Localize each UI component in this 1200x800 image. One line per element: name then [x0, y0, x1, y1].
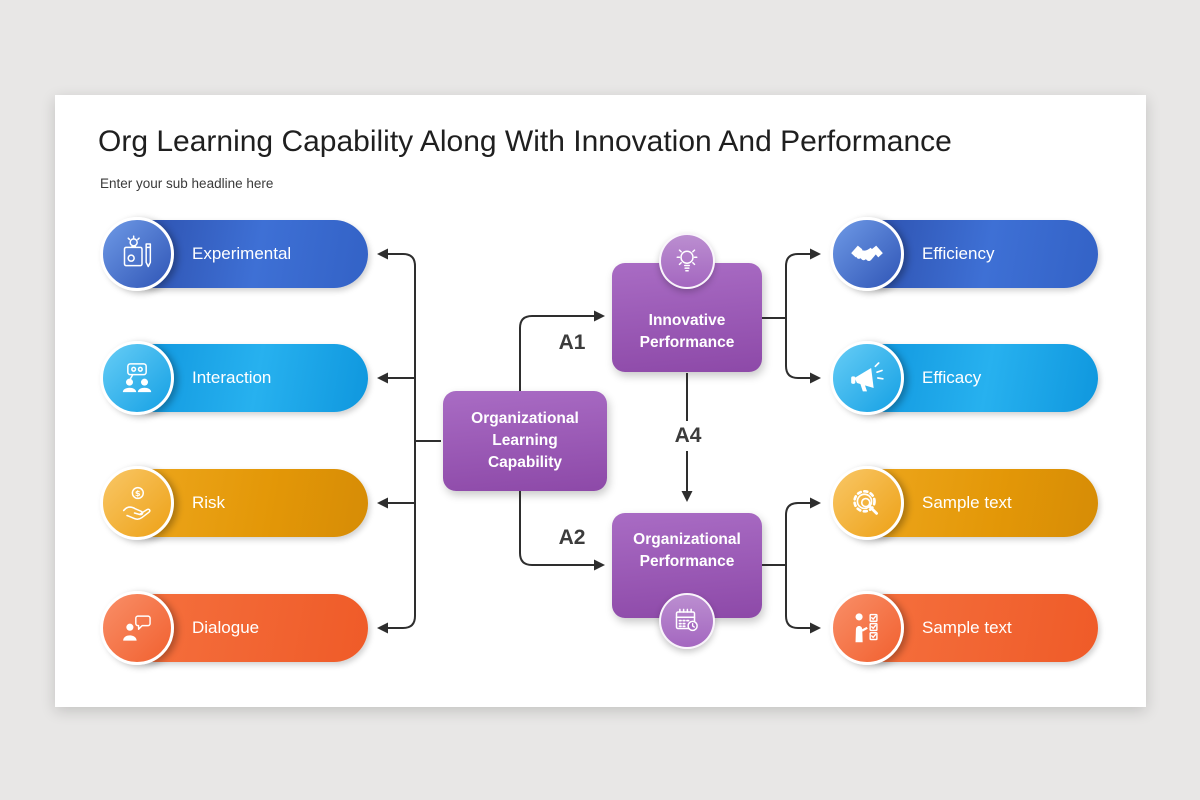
pill-interaction: Interaction	[100, 341, 368, 415]
handshake-icon	[851, 245, 883, 262]
icon-badge: $	[100, 466, 174, 540]
pill-sample-text-1: Sample text	[830, 466, 1098, 540]
icon-badge	[100, 217, 174, 291]
hand-coin-icon: $	[122, 486, 151, 520]
person-speech-icon	[123, 615, 151, 641]
people-chat-icon	[122, 363, 152, 393]
connector-label-a2: A2	[558, 526, 586, 549]
pill-label: Sample text	[922, 618, 1012, 637]
icon-badge	[830, 217, 904, 291]
box-line: Capability	[487, 453, 563, 471]
icon-badge	[100, 341, 174, 415]
page-title: Org Learning Capability Along With Innov…	[98, 125, 952, 158]
pill-dialogue: Dialogue	[100, 591, 368, 665]
icon-badge	[830, 466, 904, 540]
gear-magnifier-icon	[853, 490, 878, 515]
connector-label-a4: A4	[674, 424, 702, 447]
icon-badge	[830, 341, 904, 415]
connector-label-a1: A1	[558, 331, 586, 354]
pill-label: Dialogue	[192, 618, 260, 637]
icon-badge	[659, 593, 715, 649]
blueprint-idea-icon	[123, 235, 152, 268]
box-line: Performance	[639, 552, 735, 570]
pill-efficacy: Efficacy	[830, 341, 1098, 415]
calendar-clock-icon	[675, 608, 698, 632]
page-subtitle: Enter your sub headline here	[100, 176, 274, 191]
icon-badge	[830, 591, 904, 665]
pill-label: Experimental	[192, 244, 292, 263]
svg-text:$: $	[135, 488, 141, 498]
icon-badge	[100, 591, 174, 665]
pill-efficiency: Efficiency	[830, 217, 1098, 291]
pill-label: Efficiency	[922, 244, 995, 263]
box-line: Learning	[492, 432, 558, 450]
pill-label: Efficacy	[922, 368, 982, 387]
pill-label: Interaction	[192, 368, 272, 387]
lightbulb-icon	[676, 249, 698, 272]
box-line: Innovative	[648, 311, 726, 329]
box-line: Performance	[639, 333, 735, 351]
pill-label: Risk	[192, 493, 226, 512]
pill-label: Sample text	[922, 493, 1012, 512]
icon-badge	[659, 233, 715, 289]
pill-risk: $ Risk	[100, 466, 368, 540]
pill-sample-text-2: Sample text	[830, 591, 1098, 665]
box-line: Organizational	[471, 410, 579, 428]
box-line: Organizational	[633, 530, 741, 548]
organizational-learning-capability-box: Organizational Learning Capability	[443, 391, 607, 491]
person-checklist-icon	[855, 613, 878, 643]
organizational-performance-box: Organizational Performance	[612, 513, 762, 618]
pill-experimental: Experimental	[100, 217, 368, 291]
megaphone-icon	[851, 362, 884, 392]
